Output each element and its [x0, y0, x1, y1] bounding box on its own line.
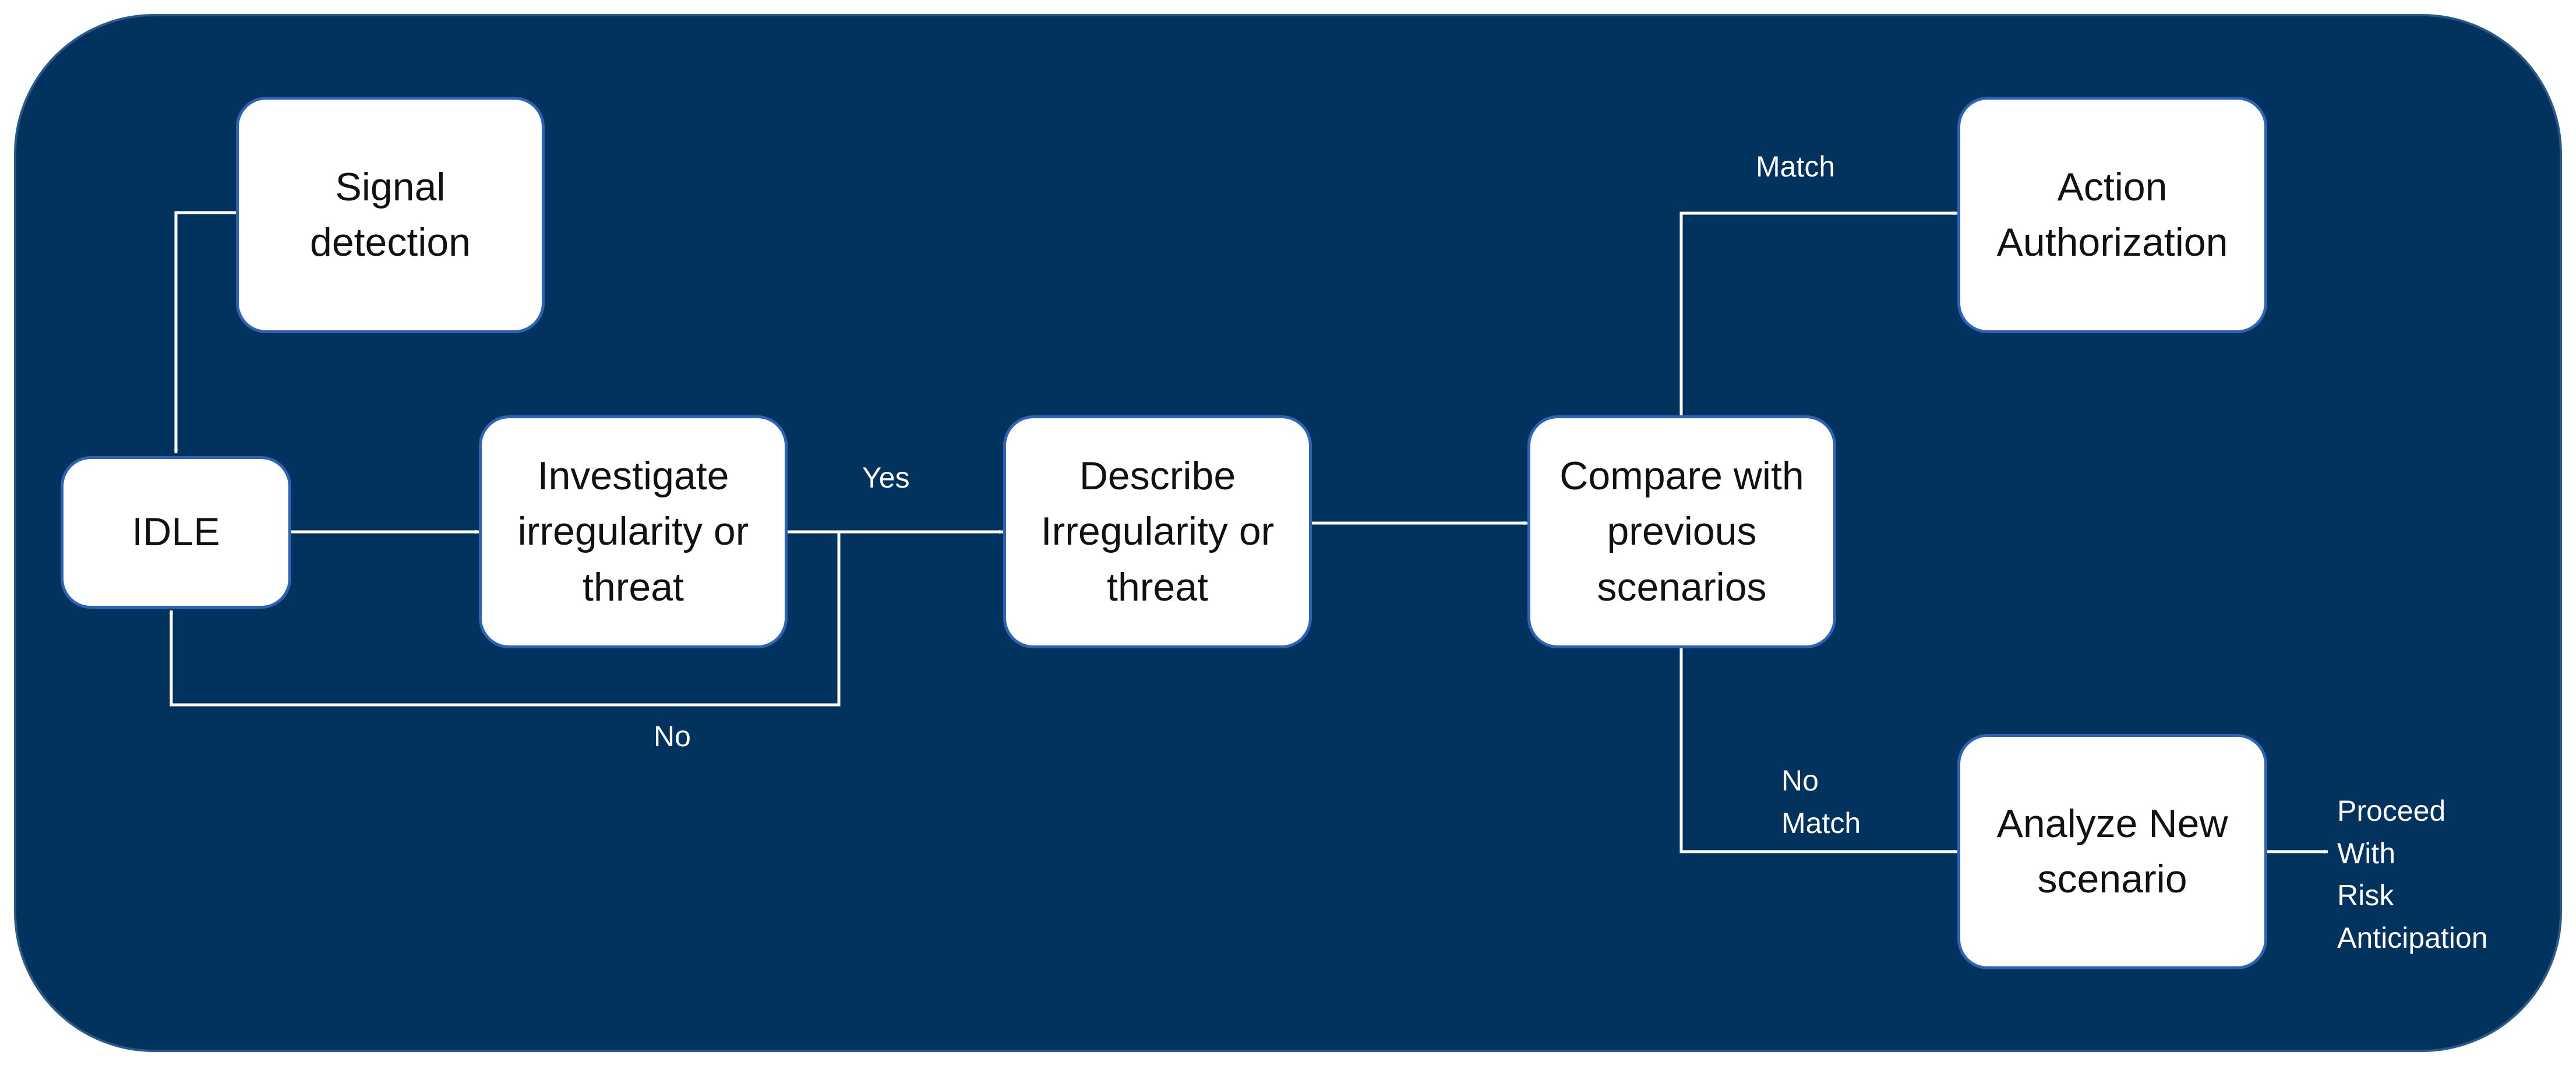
node-idle: IDLE	[61, 456, 291, 609]
node-action-authorization: Action Authorization	[1957, 97, 2267, 333]
label-no: No	[654, 720, 691, 753]
arrow-signal-to-idle	[174, 211, 236, 454]
label-yes: Yes	[862, 461, 910, 494]
label-no-match: No Match	[1781, 764, 1861, 839]
node-signal-detection: Signal detection	[236, 97, 545, 333]
node-compare: Compare with previous scenarios	[1527, 415, 1836, 648]
label-proceed: Proceed With Risk Anticipation	[2337, 795, 2488, 954]
node-describe: Describe Irregularity or threat	[1003, 415, 1312, 648]
node-analyze-new-scenario: Analyze New scenario	[1957, 734, 2267, 969]
label-match: Match	[1756, 150, 1836, 183]
arrow-compare-to-action	[1679, 211, 1958, 415]
node-investigate: Investigate irregularity or threat	[479, 415, 788, 648]
arrow-no-to-idle	[169, 532, 841, 707]
arrow-compare-to-analyze	[1679, 648, 1958, 854]
